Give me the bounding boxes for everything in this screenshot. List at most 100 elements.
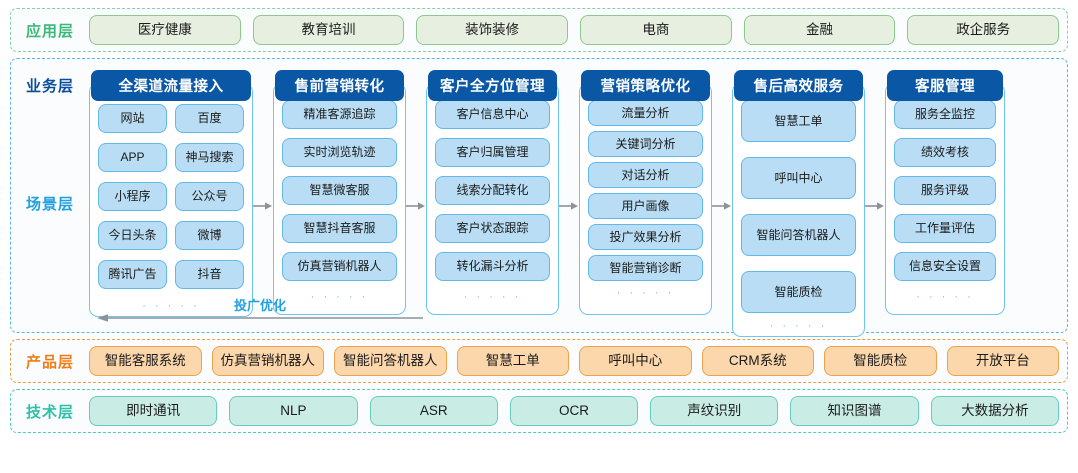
business-layer: 业务层 场景层 网站百度 APP 神马搜索小程序公众号今日头条微博腾讯广告抖音 · ·… — [10, 58, 1068, 337]
technology-item-1[interactable]: 即时通讯 — [89, 396, 218, 426]
technology-item-4[interactable]: OCR — [509, 396, 639, 426]
product-item-4[interactable]: 智慧工单 — [456, 346, 569, 376]
scene-item[interactable]: 智能营销诊断 — [588, 255, 703, 281]
flow-arrow-5 — [865, 201, 885, 211]
application-item-2[interactable]: 教育培训 — [252, 15, 405, 45]
scene-item[interactable]: 线索分配转化 — [435, 176, 550, 205]
more-indicator: · · · · · — [463, 291, 522, 303]
flow-arrow-1 — [253, 201, 273, 211]
scene-item[interactable]: APP — [98, 143, 167, 172]
business-column-card: 服务全监控绩效考核服务评级工作量评估信息安全设置 · · · · · — [885, 83, 1005, 315]
more-indicator: · · · · · — [310, 291, 369, 303]
scene-item[interactable]: 投广效果分析 — [588, 224, 703, 250]
scene-item[interactable]: 公众号 — [175, 182, 244, 211]
business-column-items: 智慧工单呼叫中心智能问答机器人智能质检 — [741, 100, 856, 319]
scene-item[interactable]: 对话分析 — [588, 162, 703, 188]
business-column-title[interactable]: 客户全方位管理 — [428, 70, 557, 101]
application-item-6[interactable]: 政企服务 — [907, 15, 1060, 45]
business-flow-columns: 网站百度 APP 神马搜索小程序公众号今日头条微博腾讯广告抖音 · · · · · 全渠… — [89, 59, 1067, 337]
back-flow-arrow-icon — [97, 314, 423, 322]
more-indicator: · · · · · — [769, 320, 828, 332]
business-column-items: 精准客源追踪实时浏览轨迹智慧微客服智慧抖音客服仿真营销机器人 — [282, 100, 397, 290]
technology-layer: 技术层 即时通讯 NLP ASR OCR 声纹识别知识图谱大数据分析 — [10, 389, 1068, 433]
scene-item[interactable]: 工作量评估 — [894, 214, 996, 243]
technology-layer-label: 技术层 — [25, 403, 74, 421]
scene-item[interactable]: 智慧微客服 — [282, 176, 397, 205]
business-column-4: 流量分析关键词分析对话分析用户画像投广效果分析智能营销诊断· · · · ·营销… — [579, 70, 712, 315]
technology-item-3[interactable]: ASR — [369, 396, 498, 426]
product-item-6[interactable]: CRM系统 — [701, 346, 814, 376]
business-layer-labels: 业务层 场景层 — [11, 59, 89, 332]
application-layer: 应用层 医疗健康教育培训装饰装修电商金融政企服务 — [10, 8, 1068, 52]
business-column-title[interactable]: 营销策略优化 — [581, 70, 710, 101]
scene-item[interactable]: 神马搜索 — [175, 143, 244, 172]
product-item-2[interactable]: 仿真营销机器人 — [211, 346, 324, 376]
technology-item-5[interactable]: 声纹识别 — [650, 396, 779, 426]
scene-item[interactable]: 精准客源追踪 — [282, 100, 397, 129]
business-column-items: 网站百度 APP 神马搜索小程序公众号今日头条微博腾讯广告抖音 — [98, 104, 244, 299]
business-column-card: 客户信息中心客户归属管理线索分配转化客户状态跟踪转化漏斗分析 · · · · · — [426, 83, 559, 315]
scene-item[interactable]: 服务全监控 — [894, 100, 996, 129]
application-item-4[interactable]: 电商 — [580, 15, 732, 45]
scene-item[interactable]: 绩效考核 — [894, 138, 996, 167]
scene-item[interactable]: 客户归属管理 — [435, 138, 550, 167]
technology-layer-items: 即时通讯 NLP ASR OCR 声纹识别知识图谱大数据分析 — [89, 396, 1067, 426]
scene-item[interactable]: 客户状态跟踪 — [435, 214, 550, 243]
technology-item-6[interactable]: 知识图谱 — [790, 396, 919, 426]
business-column-title[interactable]: 全渠道流量接入 — [91, 70, 251, 101]
scene-item[interactable]: 呼叫中心 — [741, 157, 856, 199]
business-column-6: 服务全监控绩效考核服务评级工作量评估信息安全设置 · · · · · 客服管理 — [885, 70, 1005, 315]
technology-item-2[interactable]: NLP — [229, 396, 358, 426]
scene-item[interactable]: 用户画像 — [588, 193, 703, 219]
scene-item[interactable]: 抖音 — [175, 260, 244, 289]
scene-item[interactable]: 实时浏览轨迹 — [282, 138, 397, 167]
scene-item[interactable]: 小程序 — [98, 182, 167, 211]
business-column-5: 智慧工单呼叫中心智能问答机器人智能质检· · · · ·售后高效服务 — [732, 70, 865, 337]
scene-item[interactable]: 服务评级 — [894, 176, 996, 205]
product-item-1[interactable]: 智能客服系统 — [89, 346, 202, 376]
scene-item[interactable]: 流量分析 — [588, 100, 703, 126]
product-layer-items: 智能客服系统仿真营销机器人智能问答机器人智慧工单呼叫中心 CRM系统智能质检开放平… — [89, 346, 1067, 376]
flow-arrow-icon — [865, 202, 884, 210]
scene-item[interactable]: 智能问答机器人 — [741, 214, 856, 256]
application-item-5[interactable]: 金融 — [743, 15, 896, 45]
flow-arrow-icon — [712, 202, 731, 210]
flow-arrow-3 — [559, 201, 579, 211]
application-layer-label: 应用层 — [25, 22, 74, 40]
scene-item[interactable]: 腾讯广告 — [98, 260, 167, 289]
scene-item[interactable]: 网站 — [98, 104, 167, 133]
scene-item[interactable]: 百度 — [175, 104, 244, 133]
scene-item[interactable]: 智能质检 — [741, 271, 856, 313]
scene-item[interactable]: 客户信息中心 — [435, 100, 550, 129]
back-flow: 投广优化 — [95, 296, 425, 328]
more-indicator: · · · · · — [916, 291, 974, 303]
scene-item[interactable]: 智慧抖音客服 — [282, 214, 397, 243]
product-item-5[interactable]: 呼叫中心 — [579, 346, 692, 376]
business-layer-label: 业务层 — [25, 78, 74, 95]
product-item-3[interactable]: 智能问答机器人 — [334, 346, 447, 376]
scene-item[interactable]: 今日头条 — [98, 221, 167, 250]
scene-item[interactable]: 信息安全设置 — [894, 252, 996, 281]
business-column-3: 客户信息中心客户归属管理线索分配转化客户状态跟踪转化漏斗分析· · · · ·客… — [426, 70, 559, 315]
scene-item[interactable]: 智慧工单 — [741, 100, 856, 142]
product-item-7[interactable]: 智能质检 — [824, 346, 937, 376]
scene-item[interactable]: 仿真营销机器人 — [282, 252, 397, 281]
business-column-card: 智慧工单呼叫中心智能问答机器人智能质检· · · · · — [732, 83, 865, 337]
application-item-3[interactable]: 装饰装修 — [416, 15, 569, 45]
business-column-title[interactable]: 售前营销转化 — [275, 70, 404, 101]
scene-item[interactable]: 关键词分析 — [588, 131, 703, 157]
flow-arrow-2 — [406, 201, 426, 211]
business-column-2: 精准客源追踪实时浏览轨迹智慧微客服智慧抖音客服仿真营销机器人· · · · ·售… — [273, 70, 406, 315]
business-column-card: 精准客源追踪实时浏览轨迹智慧微客服智慧抖音客服仿真营销机器人· · · · · — [273, 83, 406, 315]
product-item-8[interactable]: 开放平台 — [946, 346, 1059, 376]
application-item-1[interactable]: 医疗健康 — [89, 15, 241, 45]
application-layer-items: 医疗健康教育培训装饰装修电商金融政企服务 — [89, 15, 1067, 45]
business-column-title[interactable]: 客服管理 — [887, 70, 1003, 101]
scene-item[interactable]: 转化漏斗分析 — [435, 252, 550, 281]
technology-item-7[interactable]: 大数据分析 — [930, 396, 1059, 426]
business-column-title[interactable]: 售后高效服务 — [734, 70, 863, 101]
scene-item[interactable]: 微博 — [175, 221, 244, 250]
